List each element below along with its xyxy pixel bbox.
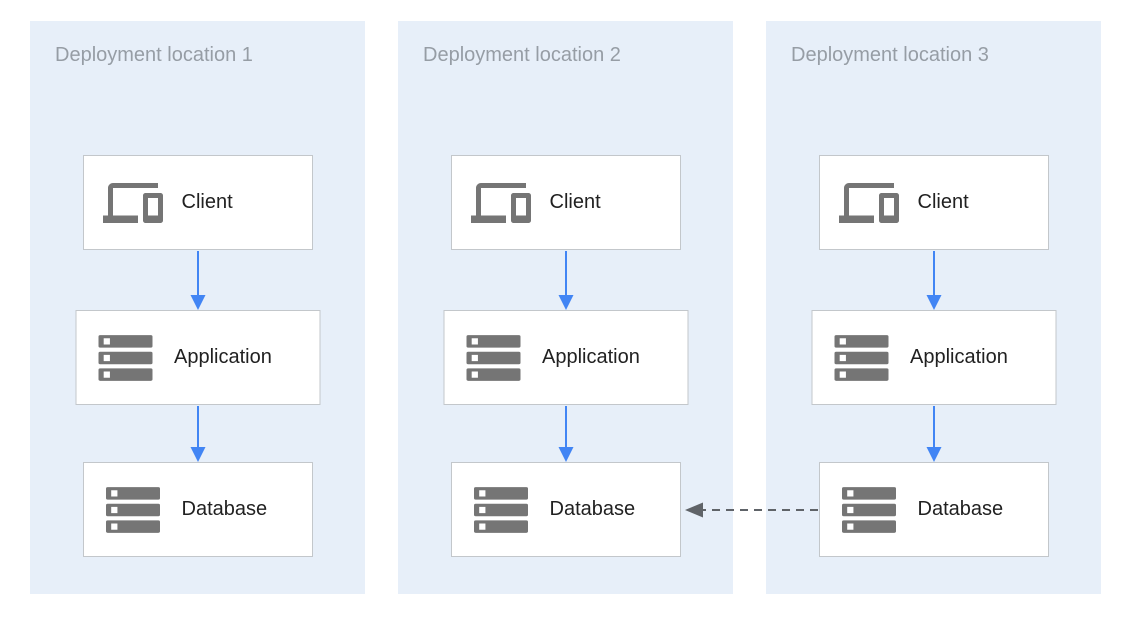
client-node-3: Client xyxy=(818,155,1049,250)
storage-icon xyxy=(102,486,164,533)
devices-icon xyxy=(102,178,164,228)
client-label: Client xyxy=(549,191,601,213)
storage-icon xyxy=(838,486,900,533)
panel-title-1: Deployment location 1 xyxy=(55,44,253,66)
database-label: Database xyxy=(917,498,1004,520)
storage-icon xyxy=(470,486,532,533)
application-label: Application xyxy=(174,346,272,368)
database-node-3: Database xyxy=(818,462,1049,557)
storage-icon xyxy=(830,334,892,381)
deployment-location-1-zone: Deployment location 1 Client Application… xyxy=(30,21,365,594)
devices-icon xyxy=(470,178,532,228)
application-node-2: Application xyxy=(443,310,688,405)
deployment-location-2-zone: Deployment location 2 Client Application… xyxy=(398,21,733,594)
devices-icon xyxy=(838,178,900,228)
client-node-1: Client xyxy=(82,155,313,250)
panel-title-2: Deployment location 2 xyxy=(423,44,621,66)
application-node-1: Application xyxy=(75,310,320,405)
database-label: Database xyxy=(181,498,268,520)
client-node-2: Client xyxy=(450,155,681,250)
storage-icon xyxy=(462,334,524,381)
database-label: Database xyxy=(549,498,636,520)
deployment-location-3-zone: Deployment location 3 Client Application… xyxy=(766,21,1101,594)
client-label: Client xyxy=(181,191,233,213)
panel-title-3: Deployment location 3 xyxy=(791,44,989,66)
storage-icon xyxy=(94,334,156,381)
application-label: Application xyxy=(910,346,1008,368)
database-node-1: Database xyxy=(82,462,313,557)
application-node-3: Application xyxy=(811,310,1056,405)
application-label: Application xyxy=(542,346,640,368)
database-node-2: Database xyxy=(450,462,681,557)
client-label: Client xyxy=(917,191,969,213)
